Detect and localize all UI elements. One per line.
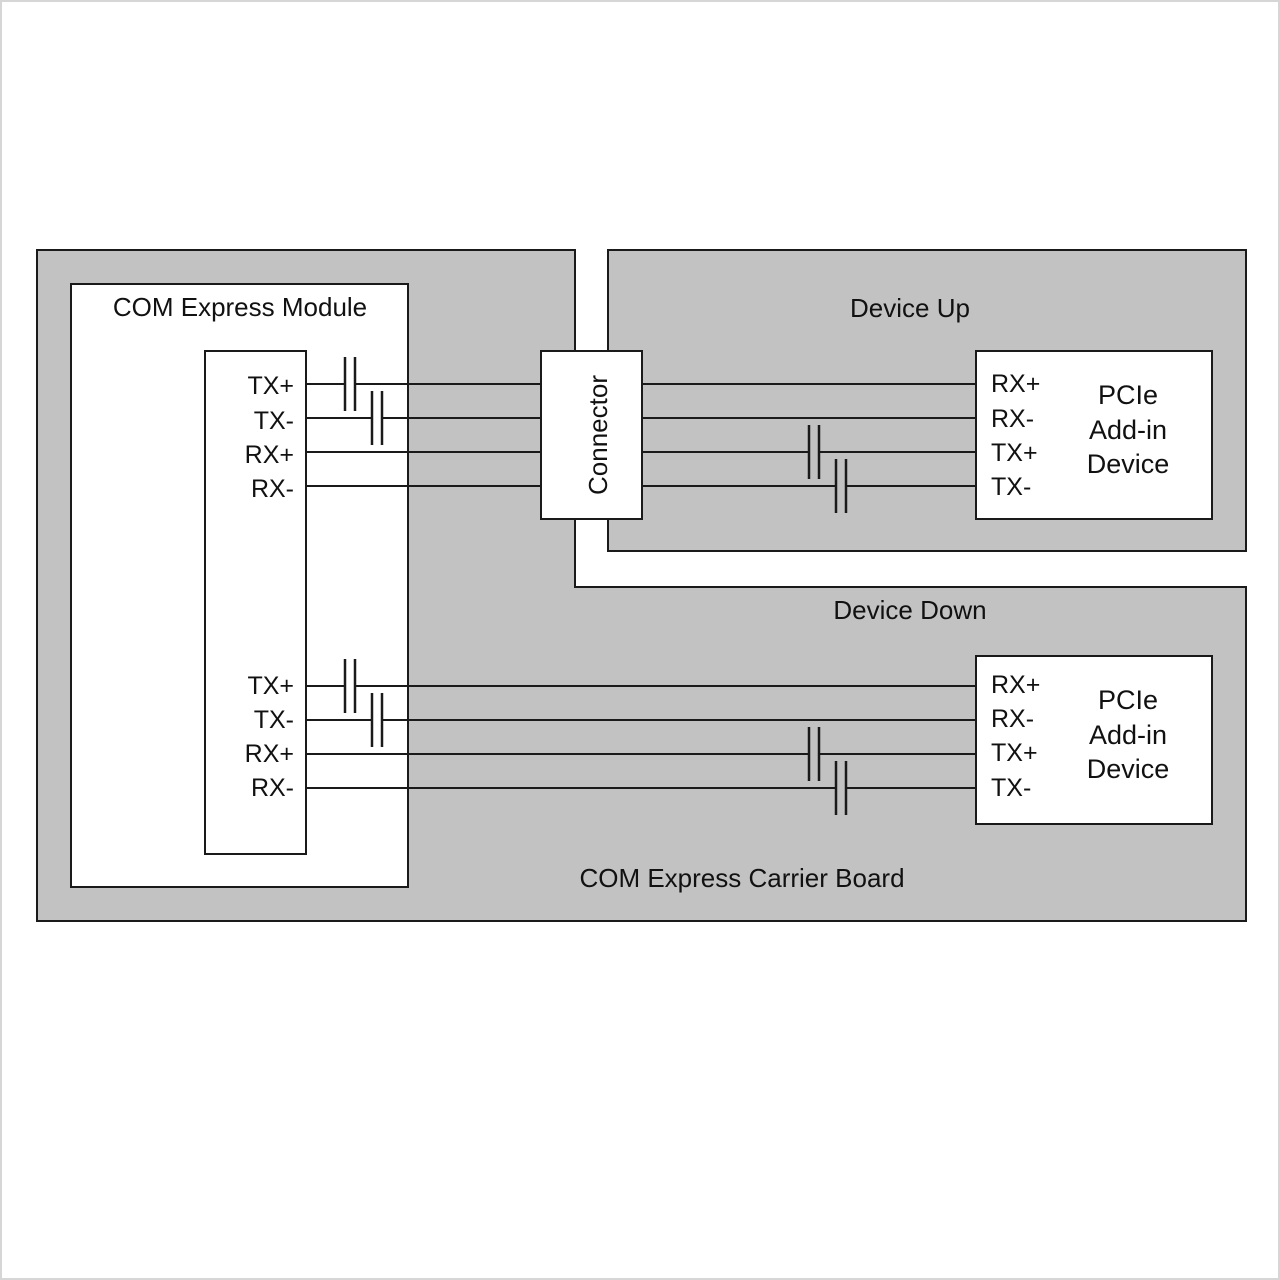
module-pin-rx-minus-lower: RX- [251, 774, 294, 802]
device-down-pin-tx-plus: TX+ [991, 739, 1038, 767]
device-down-pcie-box [975, 655, 1213, 825]
upper-connector-to-device-wires [642, 383, 976, 513]
module-pin-tx-minus-lower: TX- [254, 706, 294, 734]
device-up-name-line-3: Device [1087, 449, 1170, 479]
connector-label: Connector [583, 375, 613, 495]
connector [540, 350, 643, 520]
device-down-name-line-2: Add-in [1089, 720, 1167, 750]
device-down-pin-rx-minus: RX- [991, 705, 1034, 733]
device-up-name-line-2: Add-in [1089, 415, 1167, 445]
device-up-pin-rx-minus: RX- [991, 405, 1034, 433]
upper-module-to-connector-wires [306, 357, 541, 487]
device-down-name-line-3: Device [1087, 754, 1170, 784]
module-pin-tx-minus-upper: TX- [254, 407, 294, 435]
device-down-name-line-1: PCIe [1098, 685, 1158, 715]
module-pin-rx-plus-upper: RX+ [245, 441, 294, 469]
device-down-pin-tx-minus: TX- [991, 774, 1031, 802]
module-pin-tx-plus-upper: TX+ [247, 372, 294, 400]
carrier-board-label: COM Express Carrier Board [579, 863, 904, 893]
lower-module-to-device-wires [306, 659, 976, 815]
device-up-pcie-box [975, 350, 1213, 520]
device-up-pin-tx-plus: TX+ [991, 439, 1038, 467]
module-pin-block [204, 350, 307, 855]
device-up-pin-rx-plus: RX+ [991, 370, 1040, 398]
device-down-label: Device Down [833, 595, 986, 625]
module-pin-rx-minus-upper: RX- [251, 475, 294, 503]
module-pin-tx-plus-lower: TX+ [247, 672, 294, 700]
module-pin-rx-plus-lower: RX+ [245, 740, 294, 768]
device-down-pin-rx-plus: RX+ [991, 671, 1040, 699]
module-title: COM Express Module [113, 292, 367, 322]
device-up-label: Device Up [850, 293, 970, 323]
device-up-name-line-1: PCIe [1098, 380, 1158, 410]
device-up-pin-tx-minus: TX- [991, 473, 1031, 501]
